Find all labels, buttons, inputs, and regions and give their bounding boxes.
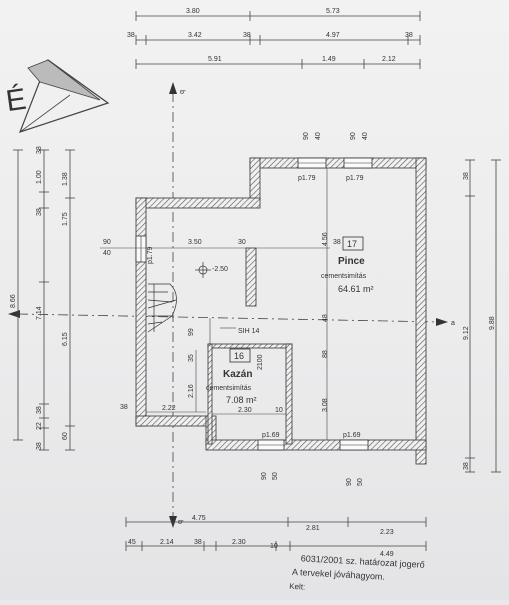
dim-35: 35: [188, 354, 195, 362]
dim-10: 10: [275, 407, 283, 414]
room-name-pince: Pince: [338, 256, 365, 267]
window-h-2: 40: [362, 132, 369, 140]
approval-stamp: 6031/2001 sz. határozat jogerő A terveke…: [289, 553, 425, 592]
room-number-16: 16: [234, 351, 244, 361]
bottom-dim-214: 2.14: [160, 539, 174, 546]
bottom-dim-223: 2.23: [380, 529, 394, 536]
section-line-a: [8, 310, 448, 326]
dim-38: 38: [333, 239, 341, 246]
dim-230: 2.30: [238, 407, 252, 414]
top-dim-2: 5.73: [326, 8, 340, 15]
room-finish-kazan: cementsimítás: [206, 385, 252, 392]
room-number-box-16: [229, 348, 251, 363]
section-mark-a: a: [451, 320, 455, 327]
window-label-4: p1.69: [262, 432, 280, 439]
left-dim-22: 22: [36, 422, 43, 430]
window-h-1: 40: [315, 132, 322, 140]
top-dim-9: 1.49: [322, 56, 336, 63]
room-number-box-17: [342, 236, 364, 251]
bottom-dim-38: 38: [194, 539, 202, 546]
left-dim-38a: 38: [36, 146, 43, 154]
window-w-3: 90: [103, 239, 111, 246]
left-dim-138: 1.38: [62, 172, 69, 186]
right-dim-38b: 38: [463, 462, 470, 470]
top-dim-8: 5.91: [208, 56, 222, 63]
dim-2100: 2100: [257, 354, 264, 370]
window-h-5: 50: [357, 478, 364, 486]
window-label-2: p1.79: [346, 175, 364, 182]
staircase: [147, 283, 177, 333]
dim-99: 99: [188, 328, 195, 336]
sih-label: SIH 14: [238, 328, 260, 335]
dim-308: 3.08: [322, 398, 329, 412]
top-dim-6: 4.97: [326, 32, 340, 39]
window-w-1: 90: [303, 132, 310, 140]
left-dim-38d: 38: [36, 442, 43, 450]
top-dim-10: 2.12: [382, 56, 396, 63]
bottom-dim-449: 4.49: [380, 551, 394, 558]
level-text: -2.50: [212, 266, 228, 273]
right-dim-912: 9.12: [463, 326, 470, 340]
bottom-dim-230: 2.30: [232, 539, 246, 546]
interior-dim-lines: [100, 168, 330, 440]
bottom-dim-475: 4.75: [192, 515, 206, 522]
dim-350: 3.50: [188, 239, 202, 246]
bottom-dim-45: 45: [128, 539, 136, 546]
left-dim-714: 7.14: [36, 306, 43, 320]
bottom-dim-10: 10: [270, 543, 278, 550]
dim-48: 48: [322, 314, 329, 322]
dim-456: 4.56: [322, 232, 329, 246]
bottom-dim-281: 2.81: [306, 525, 320, 532]
right-dim-38a: 38: [463, 172, 470, 180]
room-finish-pince: cementsimítás: [321, 273, 367, 280]
left-dim-38c: 38: [36, 406, 43, 414]
left-dim-100: 1.00: [36, 170, 43, 184]
top-dimensions: [135, 11, 421, 69]
left-dim-38b: 38: [36, 208, 43, 216]
top-dim-5: 38: [243, 32, 251, 39]
north-letter: É: [4, 83, 28, 118]
window-label-1: p1.79: [298, 175, 316, 182]
top-dim-7: 38: [405, 32, 413, 39]
stamp-line-3: Kelt:: [289, 582, 305, 592]
left-dimensions: [13, 149, 75, 451]
window-label-3: p1.79: [147, 246, 154, 264]
window-h-4: 50: [272, 472, 279, 480]
section-mark-b-top: b: [178, 90, 185, 94]
dim-38-left: 38: [120, 404, 128, 411]
window-w-5: 90: [346, 478, 353, 486]
north-arrow-icon: É: [4, 59, 110, 133]
dim-88: 88: [322, 350, 329, 358]
right-dim-988: 9.88: [489, 316, 496, 330]
dim-216: 2.16: [188, 384, 195, 398]
window-h-3: 40: [103, 250, 111, 257]
room-area-kazan: 7.08 m²: [226, 395, 257, 405]
room-name-kazan: Kazán: [223, 369, 252, 380]
window-w-2: 90: [350, 132, 357, 140]
left-dim-60: 60: [62, 432, 69, 440]
dim-30a: 30: [238, 239, 246, 246]
right-dimensions: [465, 159, 501, 473]
room-area-pince: 64.61 m²: [338, 284, 374, 294]
room-number-17: 17: [347, 239, 357, 249]
bottom-dimensions: [125, 517, 427, 551]
left-dim-866: 8.66: [10, 294, 17, 308]
level-mark-icon: [195, 262, 211, 278]
left-dim-175: 1.75: [62, 212, 69, 226]
left-dim-615: 6.15: [62, 332, 69, 346]
stamp-line-2: A tervekel jóváhagyom.: [292, 567, 385, 582]
top-dim-1: 3.80: [186, 8, 200, 15]
window-w-4: 90: [261, 472, 268, 480]
top-dim-4: 3.42: [188, 32, 202, 39]
top-dim-3: 38: [127, 32, 135, 39]
window-label-5: p1.69: [343, 432, 361, 439]
walls: [135, 157, 427, 465]
dim-222: 2.22: [162, 405, 176, 412]
